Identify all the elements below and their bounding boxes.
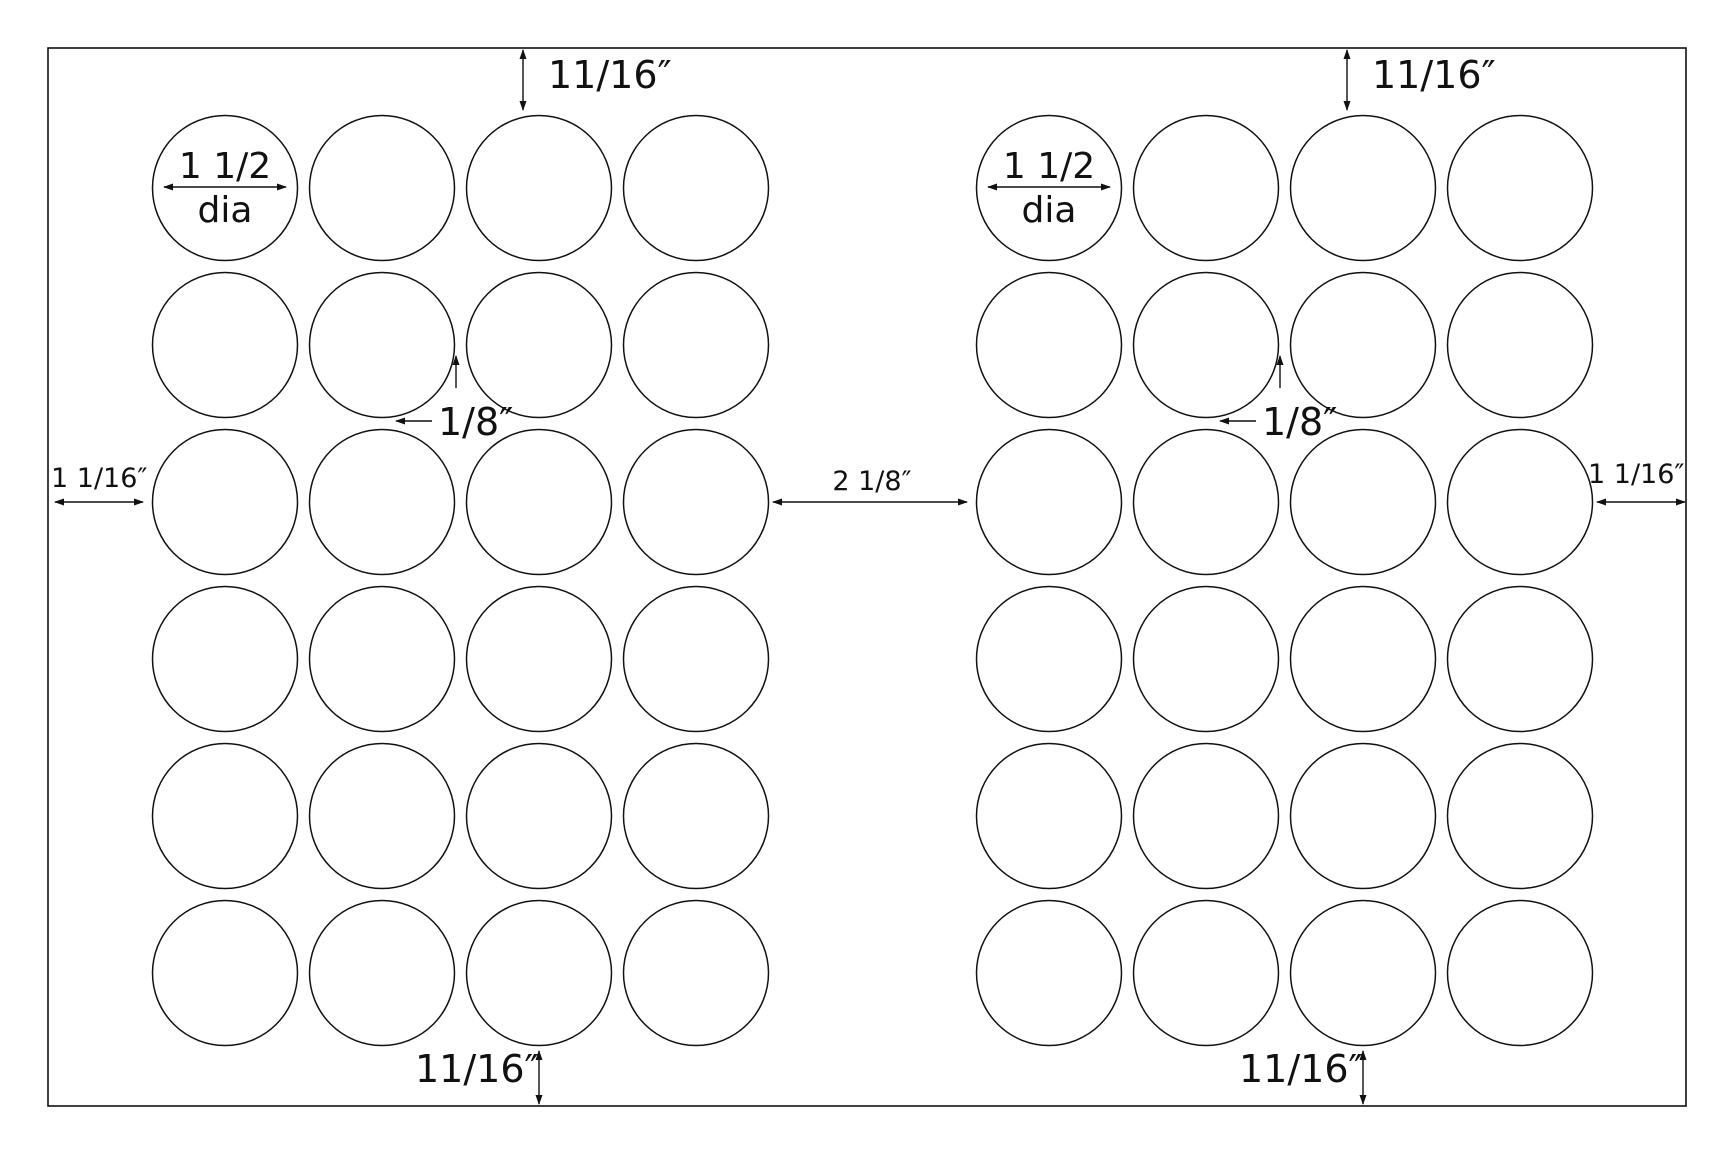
label-circle (1446, 271, 1594, 419)
label-circle (1132, 742, 1280, 890)
label-circle (465, 428, 613, 576)
top-margin-label-left: 11/16″ (548, 53, 672, 97)
label-circle (1132, 428, 1280, 576)
label-circles (151, 114, 1594, 1047)
gap-label-left: 1/8″ (438, 400, 513, 444)
diameter-label-left: 1 1/2 (179, 146, 271, 187)
label-circle (151, 585, 299, 733)
label-circle (151, 899, 299, 1047)
label-circle (975, 271, 1123, 419)
side-margin-label-right: 1 1/16″ (1588, 459, 1684, 490)
label-circle (308, 585, 456, 733)
label-circle (1289, 114, 1437, 262)
label-circle (151, 271, 299, 419)
gap-label-right: 1/8″ (1262, 400, 1337, 444)
label-circle (975, 114, 1123, 262)
label-circle (622, 585, 770, 733)
label-circle (465, 899, 613, 1047)
label-circle (465, 742, 613, 890)
label-circle (1289, 585, 1437, 733)
label-circle (465, 271, 613, 419)
label-circle (308, 428, 456, 576)
diameter-label-right: 1 1/2 (1003, 146, 1095, 187)
label-circle (1132, 899, 1280, 1047)
label-circle (1132, 271, 1280, 419)
label-circle (1132, 585, 1280, 733)
label-circle (622, 114, 770, 262)
label-circle (975, 742, 1123, 890)
label-circle (1289, 899, 1437, 1047)
label-circle (308, 742, 456, 890)
top-margin-label-right: 11/16″ (1372, 53, 1496, 97)
label-circle (622, 742, 770, 890)
center-gap-label: 2 1/8″ (832, 466, 911, 497)
bottom-margin-label-left: 11/16″ (415, 1047, 539, 1091)
label-circle (308, 899, 456, 1047)
label-circle (151, 742, 299, 890)
side-margin-label-left: 1 1/16″ (51, 463, 147, 494)
label-circle (975, 585, 1123, 733)
label-circle (975, 899, 1123, 1047)
label-circle (1446, 899, 1594, 1047)
label-circle (1289, 742, 1437, 890)
sheet-border (47, 47, 1687, 1107)
label-circle (1446, 428, 1594, 576)
label-circle (1446, 585, 1594, 733)
label-circle (465, 114, 613, 262)
label-circle (1446, 742, 1594, 890)
label-circle (1289, 271, 1437, 419)
label-circle (151, 114, 299, 262)
label-circle (465, 585, 613, 733)
label-circle (1289, 428, 1437, 576)
label-circle (975, 428, 1123, 576)
label-circle (308, 114, 456, 262)
diameter-abbrev-right: dia (1022, 190, 1077, 231)
diameter-abbrev-left: dia (198, 190, 253, 231)
label-circle (622, 271, 770, 419)
label-circle (622, 428, 770, 576)
bottom-margin-label-right: 11/16″ (1239, 1047, 1363, 1091)
label-circle (1446, 114, 1594, 262)
label-circle (622, 899, 770, 1047)
label-circle (308, 271, 456, 419)
label-circle (151, 428, 299, 576)
label-circle (1132, 114, 1280, 262)
